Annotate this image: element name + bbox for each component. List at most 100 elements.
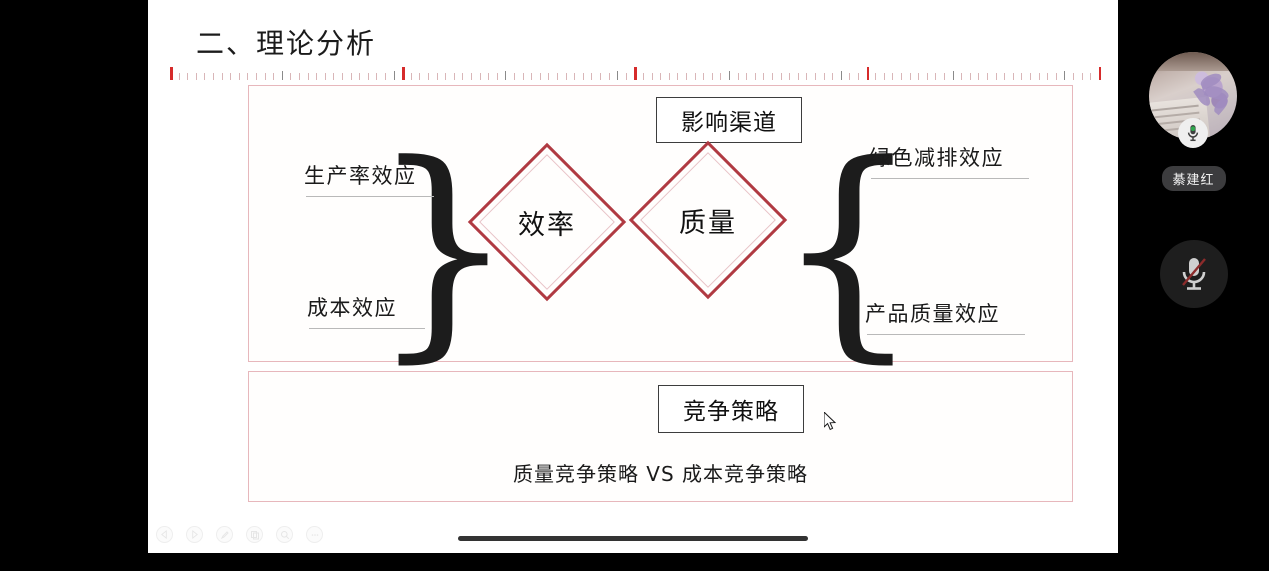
ruler-tick <box>720 73 722 80</box>
ruler-tick <box>256 73 257 80</box>
label-productivity-effect: 生产率效应 <box>304 160 434 197</box>
presentation-slide[interactable]: 二、理论分析 影响渠道 } } 生产率效应 成本效应 <box>148 0 1118 553</box>
ruler-tick <box>514 73 515 80</box>
microphone-muted-icon <box>1181 258 1206 290</box>
ruler-tick <box>213 73 214 80</box>
label-productivity-effect-text: 生产率效应 <box>304 164 417 188</box>
ruler-tick <box>651 73 653 80</box>
ruler-tick <box>281 71 283 80</box>
participant-sidebar: 綦建红 <box>1118 0 1269 571</box>
page-title: 二、理论分析 <box>196 27 377 60</box>
competition-strategy-caption: 质量竞争策略 VS 成本竞争策略 <box>512 462 809 486</box>
ruler-tick <box>1090 73 1092 80</box>
triangle-left-icon <box>161 530 167 539</box>
ruler-tick <box>780 73 782 80</box>
ruler-tick <box>815 73 816 80</box>
ruler-tick <box>505 71 507 80</box>
ruler-tick <box>686 73 687 80</box>
ruler-tick <box>1038 73 1040 80</box>
ruler-tick <box>711 73 713 80</box>
ruler-tick <box>376 73 378 80</box>
ruler-tick <box>677 73 679 80</box>
underline <box>867 334 1025 335</box>
ruler-tick <box>995 73 997 80</box>
ruler-tick <box>1030 73 1031 80</box>
ruler-tick <box>316 73 318 80</box>
mute-toggle-button[interactable] <box>1159 240 1228 308</box>
annotate-pen-button[interactable] <box>216 526 233 543</box>
impact-channel-title-box: 影响渠道 <box>656 97 802 143</box>
previous-slide-button[interactable] <box>156 526 173 543</box>
ruler-tick <box>660 73 662 80</box>
label-green-emission-effect: 绿色减排效应 <box>869 142 1029 179</box>
ruler-tick <box>496 73 498 80</box>
participant-tile[interactable] <box>1149 52 1237 148</box>
underline <box>306 196 434 197</box>
participant-name-chip: 綦建红 <box>1161 166 1226 191</box>
ruler-tick <box>1098 67 1102 80</box>
ruler-tick <box>625 73 627 80</box>
ruler-tick <box>264 73 266 80</box>
ruler-tick <box>204 73 206 80</box>
left-curly-brace: } <box>369 115 517 383</box>
ruler-tick <box>479 73 481 80</box>
ruler-tick <box>1055 73 1057 80</box>
ruler-tick <box>238 73 240 80</box>
ruler-tick <box>806 73 808 80</box>
label-green-emission-effect-text: 绿色减排效应 <box>869 146 1004 170</box>
participant-mic-badge <box>1178 118 1208 148</box>
competition-strategy-panel: 竞争策略 质量竞争策略 VS 成本竞争策略 <box>248 371 1073 502</box>
copy-icon <box>250 530 259 539</box>
ellipsis-icon <box>311 533 318 536</box>
ruler-tick <box>367 73 369 80</box>
ruler-tick <box>694 73 696 80</box>
ruler-tick <box>703 73 705 80</box>
ruler-tick <box>419 73 421 80</box>
ruler-tick <box>832 73 834 80</box>
zoom-search-button[interactable] <box>276 526 293 543</box>
ruler-tick <box>393 71 395 80</box>
ruler-tick <box>178 73 180 80</box>
home-indicator <box>458 536 808 541</box>
ruler-tick <box>247 73 249 80</box>
pen-icon <box>220 530 229 539</box>
ruler-tick <box>1012 73 1014 80</box>
ruler-tick <box>634 67 637 80</box>
diamond-efficiency-label: 效率 <box>518 209 576 241</box>
ruler-tick <box>428 73 429 80</box>
ruler-tick <box>350 73 352 80</box>
next-slide-button[interactable] <box>186 526 203 543</box>
ruler-tick <box>1004 73 1006 80</box>
more-options-button[interactable] <box>306 526 323 543</box>
ruler-tick <box>763 73 765 80</box>
ruler-tick <box>875 73 877 80</box>
underline <box>871 178 1029 179</box>
ruler-tick <box>436 73 438 80</box>
ruler-tick <box>574 73 576 80</box>
ruler-tick <box>299 73 300 80</box>
ruler-tick <box>789 73 791 80</box>
ruler-tick <box>746 73 748 80</box>
ruler-tick <box>883 73 885 80</box>
ruler-tick <box>926 73 928 80</box>
ruler-tick <box>608 73 610 80</box>
label-product-quality-effect: 产品质量效应 <box>865 298 1025 335</box>
ruler-tick <box>445 73 447 80</box>
ruler-tick <box>557 73 558 80</box>
ruler-tick <box>849 73 851 80</box>
ruler-tick <box>410 73 412 80</box>
magnifier-icon <box>280 530 289 539</box>
ruler-tick <box>840 71 842 80</box>
right-curly-brace: } <box>774 115 922 383</box>
ruler-tick <box>565 73 567 80</box>
ruler-tick <box>1081 73 1083 80</box>
slide-thumbnails-button[interactable] <box>246 526 263 543</box>
ruler-tick <box>935 73 937 80</box>
competition-strategy-title-text: 竞争策略 <box>683 399 779 425</box>
ruler-tick <box>462 73 464 80</box>
ruler-tick <box>333 73 335 80</box>
ruler-tick <box>772 73 773 80</box>
ruler-tick <box>359 73 361 80</box>
ruler-tick <box>978 73 980 80</box>
